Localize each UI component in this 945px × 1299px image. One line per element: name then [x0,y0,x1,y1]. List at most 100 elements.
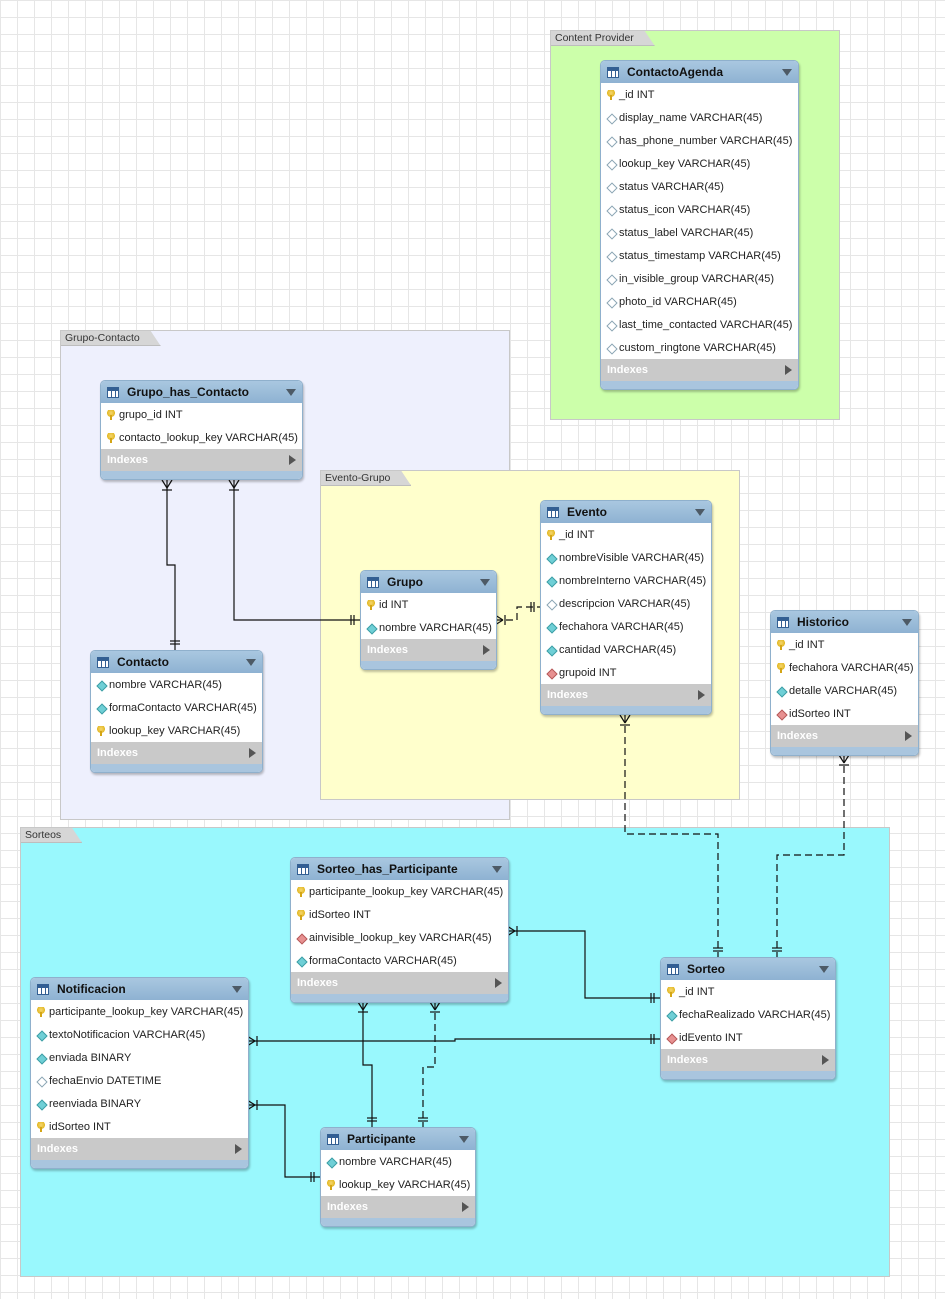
collapse-arrow-icon[interactable] [480,578,490,586]
column-row[interactable]: grupoid INT [541,661,711,684]
expand-arrow-icon[interactable] [905,731,912,741]
column-row[interactable]: photo_id VARCHAR(45) [601,290,798,313]
column-row[interactable]: idEvento INT [661,1026,835,1049]
column-row[interactable]: formaContacto VARCHAR(45) [291,949,508,972]
column-row[interactable]: custom_ringtone VARCHAR(45) [601,336,798,359]
column-row[interactable]: participante_lookup_key VARCHAR(45) [291,880,508,903]
table-header[interactable]: Notificacion [31,978,248,1000]
collapse-arrow-icon[interactable] [819,965,829,973]
column-row[interactable]: reenviada BINARY [31,1092,248,1115]
table-header[interactable]: Participante [321,1128,475,1150]
relationship-sorteo-has-participante-participante[interactable] [357,1001,377,1127]
indexes-section[interactable]: Indexes [661,1049,835,1071]
column-row[interactable]: lookup_key VARCHAR(45) [601,152,798,175]
column-row[interactable]: formaContacto VARCHAR(45) [91,696,262,719]
column-row[interactable]: enviada BINARY [31,1046,248,1069]
column-row[interactable]: fechahora VARCHAR(45) [771,656,918,679]
collapse-arrow-icon[interactable] [492,865,502,873]
table-header[interactable]: Sorteo_has_Participante [291,858,508,880]
column-row[interactable]: lookup_key VARCHAR(45) [91,719,262,742]
indexes-section[interactable]: Indexes [91,742,262,764]
indexes-section[interactable]: Indexes [31,1138,248,1160]
column-row[interactable]: _id INT [601,83,798,106]
indexes-section[interactable]: Indexes [541,684,711,706]
expand-arrow-icon[interactable] [822,1055,829,1065]
column-row[interactable]: status_icon VARCHAR(45) [601,198,798,221]
column-row[interactable]: fechahora VARCHAR(45) [541,615,711,638]
relationship-grupo-has-contacto-contacto[interactable] [161,479,180,650]
relationship-notificacion-participante[interactable] [246,1099,320,1182]
column-row[interactable]: last_time_contacted VARCHAR(45) [601,313,798,336]
relationship-sorteo-has-participante-sorteo[interactable] [506,925,660,1003]
column-row[interactable]: idSorteo INT [31,1115,248,1138]
column-row[interactable]: status_timestamp VARCHAR(45) [601,244,798,267]
column-row[interactable]: fechaEnvio DATETIME [31,1069,248,1092]
collapse-arrow-icon[interactable] [246,658,256,666]
expand-arrow-icon[interactable] [249,748,256,758]
table-header[interactable]: Contacto [91,651,262,673]
column-row[interactable]: has_phone_number VARCHAR(45) [601,129,798,152]
table-header[interactable]: Grupo_has_Contacto [101,381,302,403]
table-header[interactable]: Evento [541,501,711,523]
relationship-grupo-evento[interactable] [494,602,540,626]
column-row[interactable]: _id INT [661,980,835,1003]
column-row[interactable]: nombreVisible VARCHAR(45) [541,546,711,569]
column-row[interactable]: _id INT [541,523,711,546]
indexes-section[interactable]: Indexes [361,639,496,661]
expand-arrow-icon[interactable] [495,978,502,988]
expand-arrow-icon[interactable] [235,1144,242,1154]
indexes-section[interactable]: Indexes [101,449,302,471]
column-row[interactable]: fechaRealizado VARCHAR(45) [661,1003,835,1026]
column-row[interactable]: detalle VARCHAR(45) [771,679,918,702]
collapse-arrow-icon[interactable] [286,388,296,396]
relationship-historico-sorteo[interactable] [772,754,850,957]
expand-arrow-icon[interactable] [289,455,296,465]
column-row[interactable]: status VARCHAR(45) [601,175,798,198]
column-row[interactable]: ainvisible_lookup_key VARCHAR(45) [291,926,508,949]
relationship-sorteo-has-participante-participante[interactable] [418,1001,441,1127]
column-row[interactable]: _id INT [771,633,918,656]
column-row[interactable]: nombre VARCHAR(45) [321,1150,475,1173]
column-row[interactable]: nombre VARCHAR(45) [91,673,262,696]
column-row[interactable]: textoNotificacion VARCHAR(45) [31,1023,248,1046]
indexes-section[interactable]: Indexes [771,725,918,747]
collapse-arrow-icon[interactable] [232,985,242,993]
column-row[interactable]: participante_lookup_key VARCHAR(45) [31,1000,248,1023]
column-row[interactable]: id INT [361,593,496,616]
table-header[interactable]: Sorteo [661,958,835,980]
column-row[interactable]: idSorteo INT [291,903,508,926]
column-row[interactable]: idSorteo INT [771,702,918,725]
column-row[interactable]: nombreInterno VARCHAR(45) [541,569,711,592]
column-row[interactable]: grupo_id INT [101,403,302,426]
collapse-arrow-icon[interactable] [902,618,912,626]
expand-arrow-icon[interactable] [698,690,705,700]
column-row[interactable]: descripcion VARCHAR(45) [541,592,711,615]
indexes-section[interactable]: Indexes [601,359,798,381]
column-row[interactable]: nombre VARCHAR(45) [361,616,496,639]
table-header[interactable]: ContactoAgenda [601,61,798,83]
column-row[interactable]: status_label VARCHAR(45) [601,221,798,244]
table-header[interactable]: Grupo [361,571,496,593]
collapse-arrow-icon[interactable] [695,508,705,516]
column-row[interactable]: cantidad VARCHAR(45) [541,638,711,661]
relationship-evento-sorteo[interactable] [619,714,723,957]
column-row[interactable]: in_visible_group VARCHAR(45) [601,267,798,290]
collapse-arrow-icon[interactable] [459,1135,469,1143]
relationship-notificacion-sorteo[interactable] [246,1034,660,1047]
indexes-section[interactable]: Indexes [321,1196,475,1218]
table-header[interactable]: Historico [771,611,918,633]
column-row[interactable]: display_name VARCHAR(45) [601,106,798,129]
expand-arrow-icon[interactable] [462,1202,469,1212]
collapse-arrow-icon[interactable] [782,68,792,76]
expand-arrow-icon[interactable] [483,645,490,655]
